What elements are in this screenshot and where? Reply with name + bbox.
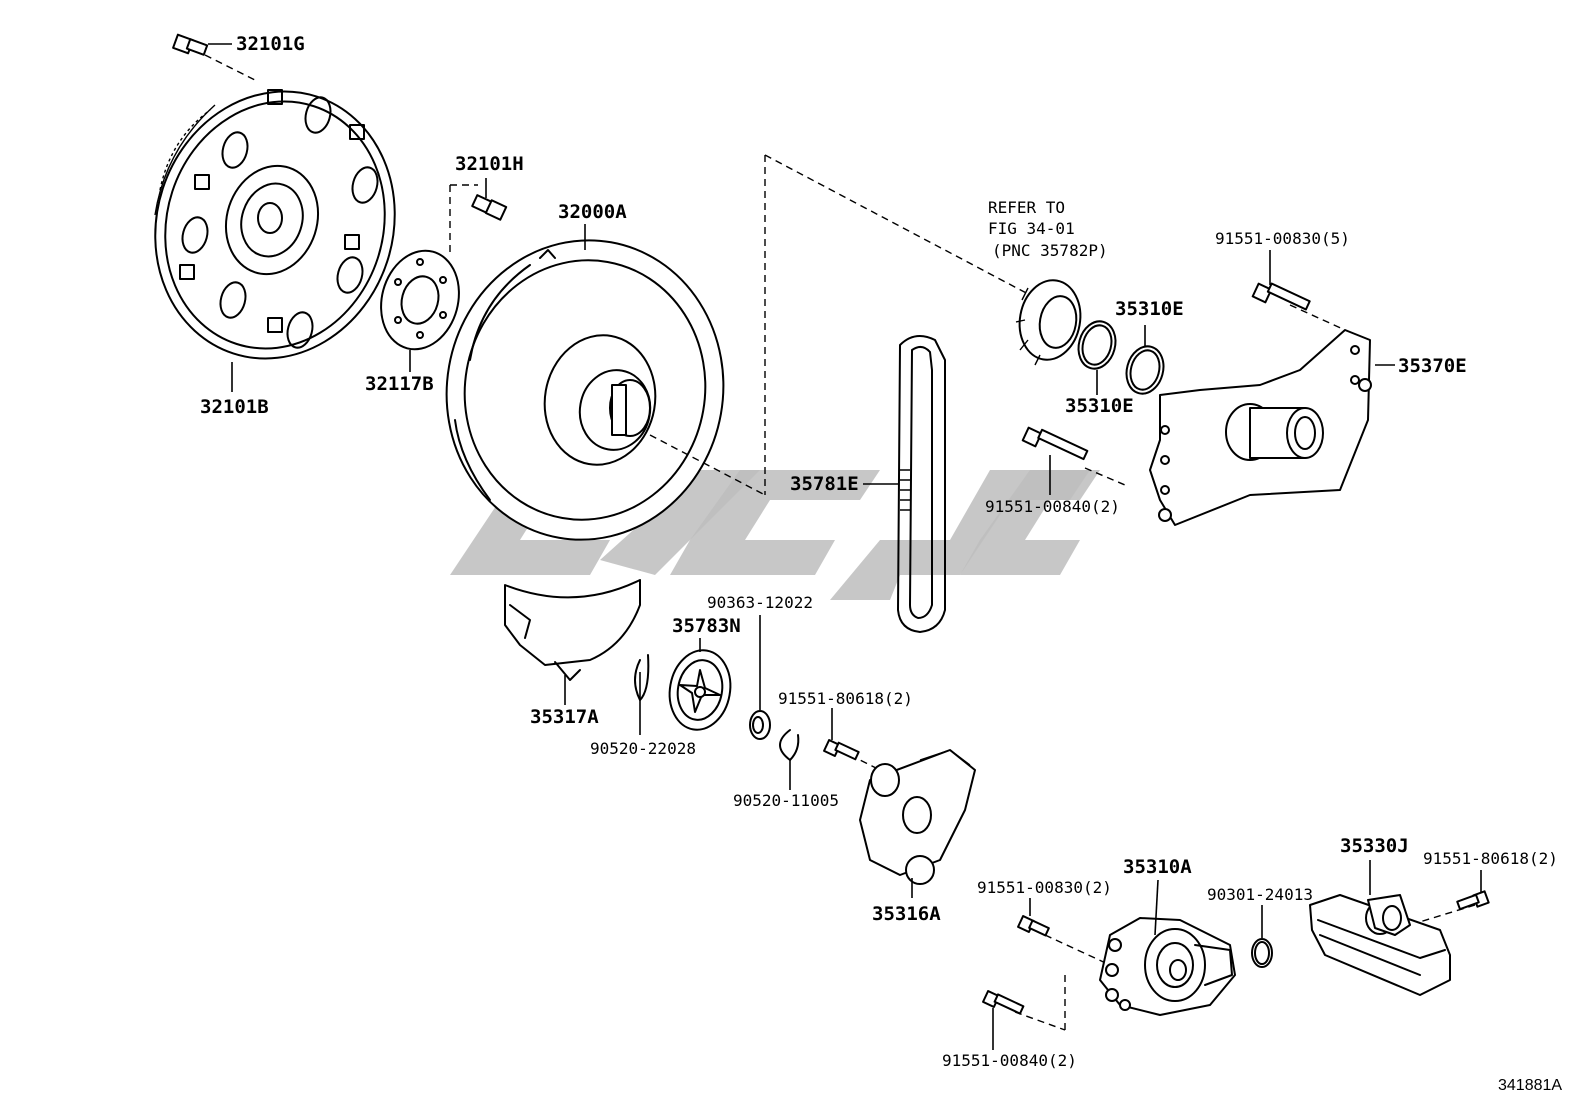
label-90520-11005: 90520-11005 [733,791,839,810]
label-91551-80618-2-right: 91551-80618(2) [1423,849,1558,868]
bolt-91551-80618-2-right [1456,870,1490,911]
bolt-91551-00840-2-upper [1021,426,1089,495]
bearing-90363-12022 [749,615,771,740]
bolt-91551-00830-2 [1017,898,1050,937]
cover-35316A [859,749,976,898]
label-35783N: 35783N [672,615,741,637]
label-35316A: 35316A [872,903,941,925]
label-32117B: 32117B [365,373,434,395]
o-ring-35310E-a [1077,320,1117,395]
part-labels: 32101G 32101B 32101H 32117B 32000A REFER… [200,33,1562,1094]
cover-35317A [504,579,641,705]
label-35781E: 35781E [790,473,859,495]
sprocket-gear-ref [1015,279,1082,366]
bolt-91551-00830-5 [1251,250,1311,311]
label-32101B: 32101B [200,396,269,418]
label-35310A: 35310A [1123,856,1192,878]
label-35310E-bottom: 35310E [1065,395,1134,417]
drive-plate-32101B [154,89,396,360]
refer-line-3: (PNC 35782P) [992,241,1108,260]
o-ring-90301-24013 [1251,905,1273,968]
bolt-91551-00840-2-lower [982,990,1025,1050]
bolt-32101H [449,178,508,255]
label-91551-00840-2-lower: 91551-00840(2) [942,1051,1077,1070]
plate-32117B [380,249,460,351]
refer-line-1: REFER TO [988,198,1065,217]
strainer-35330J [1309,860,1451,996]
label-90520-22028: 90520-22028 [590,739,696,758]
label-91551-00830-5: 91551-00830(5) [1215,229,1350,248]
watermark-logo [450,470,1100,600]
label-32000A: 32000A [558,201,627,223]
label-35330J: 35330J [1340,835,1409,857]
drive-chain-35781E [863,335,946,633]
label-90363-12022: 90363-12022 [707,593,813,612]
bolt-91551-80618-2-mid [823,708,860,761]
label-91551-00840-2-upper: 91551-00840(2) [985,497,1120,516]
snap-ring-90520-11005 [779,729,800,790]
snap-ring-90520-22028 [634,654,650,735]
label-32101H: 32101H [455,153,524,175]
o-ring-35310E-b [1125,325,1165,395]
label-91551-00830-2: 91551-00830(2) [977,878,1112,897]
label-32101G: 32101G [236,33,305,55]
diagram-id: 341881A [1498,1077,1562,1094]
pump-housing-35370E [1149,329,1395,526]
torque-converter-32000A [445,224,725,541]
label-35370E: 35370E [1398,355,1467,377]
label-35317A: 35317A [530,706,599,728]
label-35310E-top: 35310E [1115,298,1184,320]
oil-pump-35310A [1099,879,1236,1016]
label-91551-80618-2-mid: 91551-80618(2) [778,689,913,708]
driven-sprocket-35783N [668,638,732,731]
refer-line-2: FIG 34-01 [988,219,1075,238]
bolt-32101G [172,33,256,81]
label-90301-24013: 90301-24013 [1207,885,1313,904]
